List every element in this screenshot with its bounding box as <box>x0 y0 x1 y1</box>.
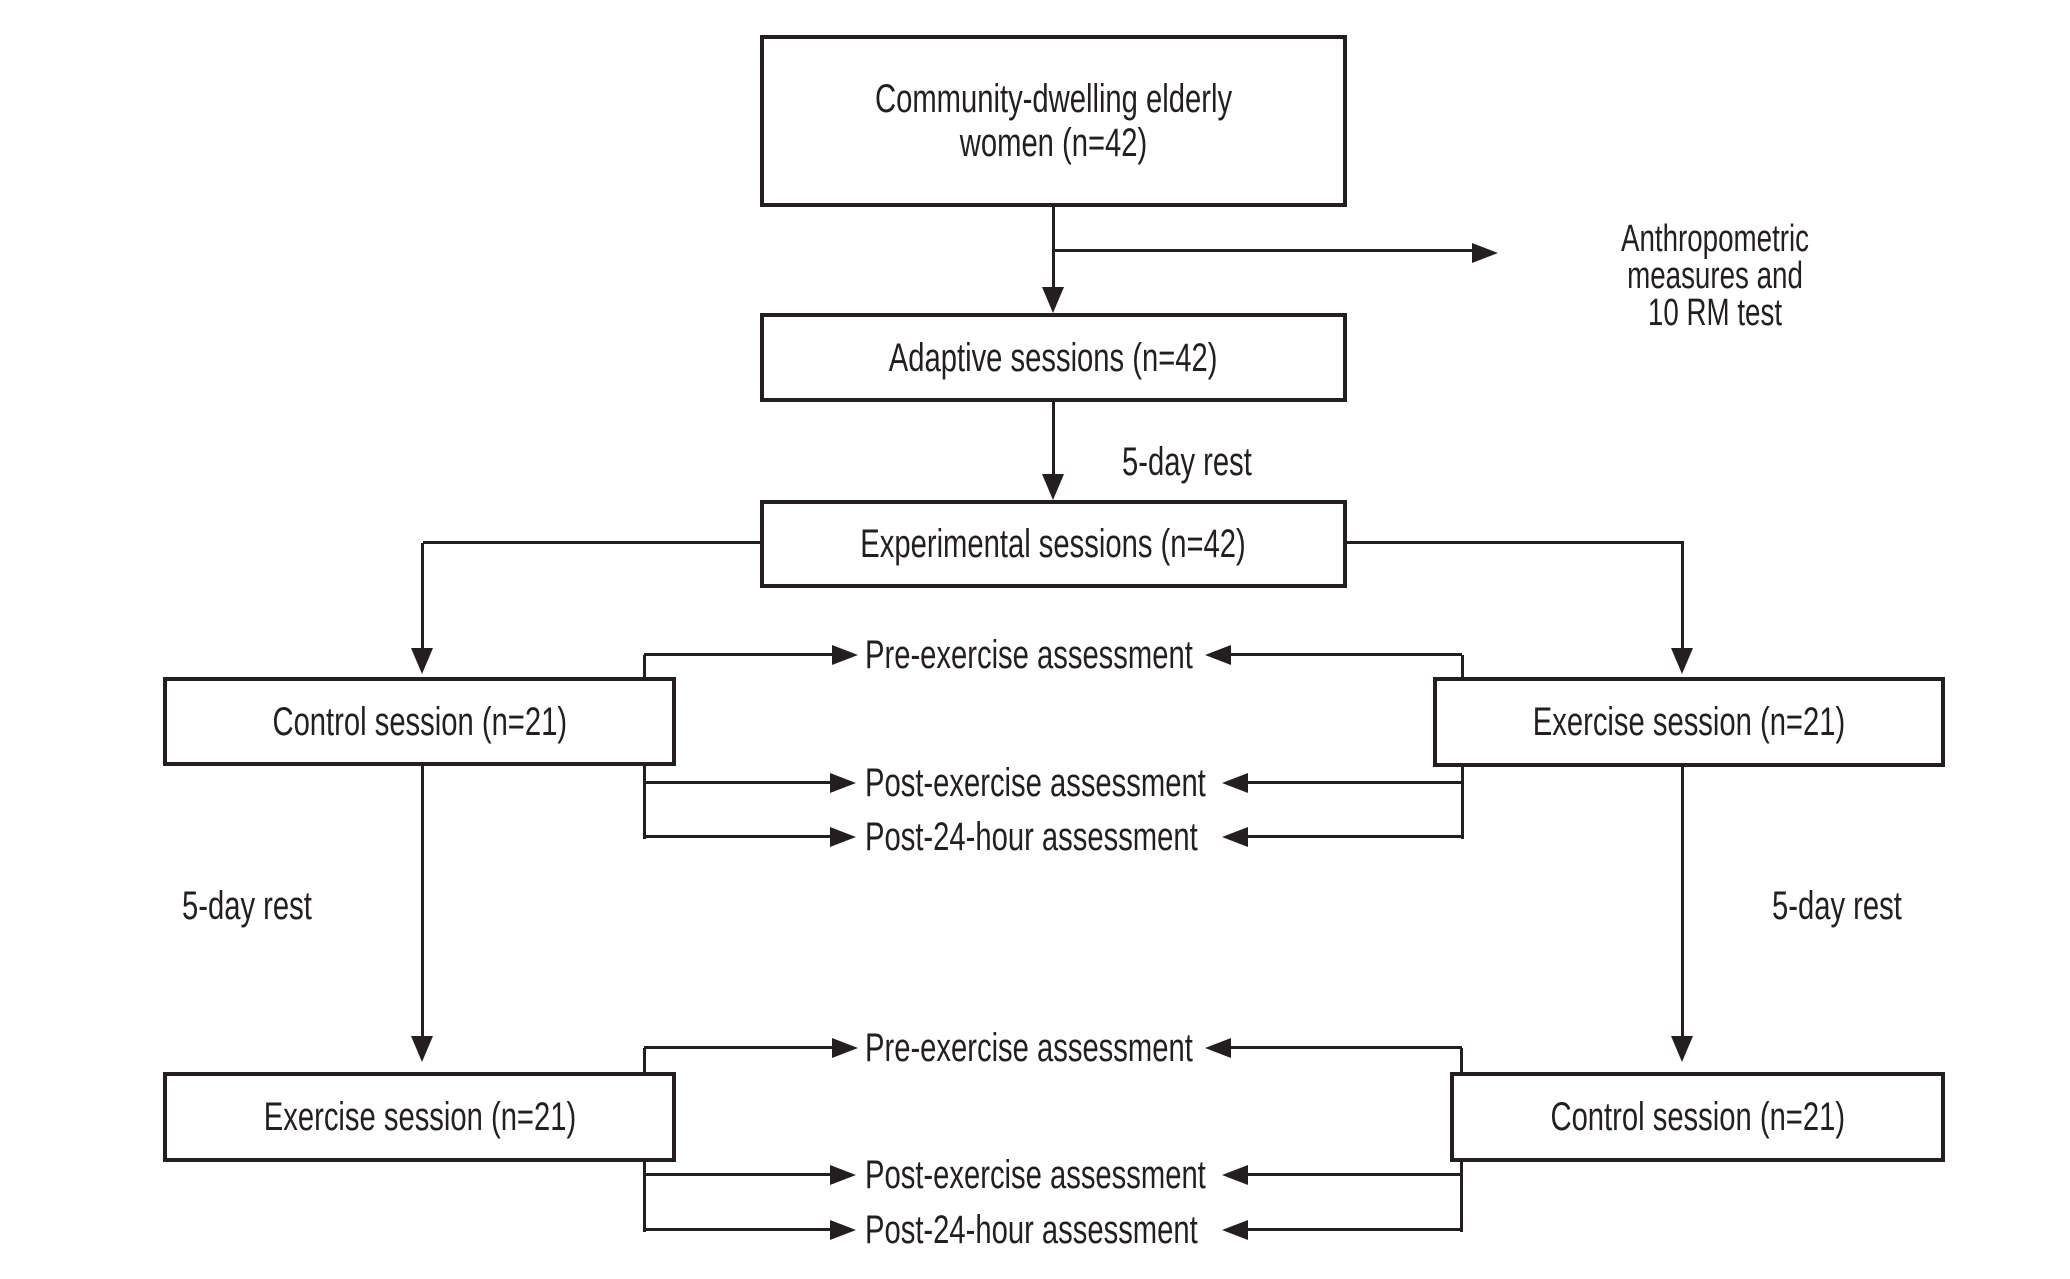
connector-postex-lower-left <box>644 1173 830 1176</box>
connector-pre-upper-left <box>644 653 832 656</box>
arrowhead-left <box>1222 773 1248 793</box>
box-population: Community-dwelling elderly women (n=42) <box>760 35 1347 207</box>
assessment-post24-lower: Post-24-hour assessment <box>865 1208 1198 1252</box>
arrowhead-down <box>1042 474 1064 500</box>
arrowhead-left <box>1222 827 1248 847</box>
arrowhead-right <box>832 1038 858 1058</box>
connector-postex-lower-right <box>1248 1173 1462 1176</box>
arrowhead-left <box>1205 645 1231 665</box>
arrowhead-down <box>411 1036 433 1062</box>
anthropometric-note: Anthropometric measures and 10 RM test <box>1620 218 1810 334</box>
box-control-session-upper-label: Control session (n=21) <box>272 699 567 744</box>
connector-experimental-left <box>423 541 762 544</box>
arrowhead-down <box>411 648 433 674</box>
box-exercise-session-upper-label: Exercise session (n=21) <box>1532 700 1846 744</box>
arrowhead-right <box>830 1220 856 1240</box>
connector-pre-lower-right <box>1231 1046 1462 1049</box>
connector-post24-upper-left <box>644 835 830 838</box>
connector-population-to-adaptive <box>1052 207 1055 289</box>
assessment-post24-upper: Post-24-hour assessment <box>865 815 1198 859</box>
arrowhead-down <box>1042 287 1064 313</box>
box-experimental-sessions-label: Experimental sessions (n=42) <box>860 522 1247 566</box>
assessment-postex-upper: Post-exercise assessment <box>865 761 1206 805</box>
connector-post24-upper-right <box>1248 835 1462 838</box>
arrowhead-left <box>1222 1220 1248 1240</box>
arrowhead-down <box>1671 648 1693 674</box>
connector-down-to-control-upper <box>421 543 424 650</box>
box-adaptive-sessions-label: Adaptive sessions (n=42) <box>889 335 1218 380</box>
box-exercise-session-lower-label: Exercise session (n=21) <box>263 1095 576 1139</box>
connector-exercise-upper-to-control-lower <box>1681 766 1684 1038</box>
connector-to-anthropometric <box>1054 249 1474 252</box>
connector-experimental-right <box>1345 541 1684 544</box>
arrowhead-right <box>830 827 856 847</box>
connector-control-upper-to-exercise-lower <box>421 765 424 1038</box>
connector-post24-lower-right <box>1248 1228 1462 1231</box>
arrowhead-right <box>830 773 856 793</box>
box-control-session-lower-label: Control session (n=21) <box>1550 1095 1845 1139</box>
assessment-pre-lower: Pre-exercise assessment <box>865 1026 1193 1070</box>
arrowhead-down <box>1671 1036 1693 1062</box>
rest-label-mid: 5-day rest <box>1122 440 1252 484</box>
connector-down-to-exercise-upper <box>1681 543 1684 650</box>
arrowhead-right <box>830 1165 856 1185</box>
box-exercise-session-upper: Exercise session (n=21) <box>1433 677 1945 767</box>
arrowhead-left <box>1205 1038 1231 1058</box>
arrowhead-right <box>1472 243 1498 263</box>
box-adaptive-sessions: Adaptive sessions (n=42) <box>760 313 1347 402</box>
rest-label-right: 5-day rest <box>1772 884 1902 928</box>
arrowhead-left <box>1222 1165 1248 1185</box>
box-population-label: Community-dwelling elderly women (n=42) <box>874 77 1233 165</box>
connector-adaptive-to-experimental <box>1052 402 1055 476</box>
box-control-session-upper: Control session (n=21) <box>163 677 676 766</box>
connector-postex-upper-right <box>1248 781 1462 784</box>
connector-postex-upper-left <box>644 781 830 784</box>
box-control-session-lower: Control session (n=21) <box>1450 1072 1945 1162</box>
rest-label-left: 5-day rest <box>182 884 312 928</box>
connector-pre-upper-right <box>1231 653 1462 656</box>
connector-post24-lower-left <box>644 1228 830 1231</box>
assessment-postex-lower: Post-exercise assessment <box>865 1153 1206 1197</box>
assessment-pre-upper: Pre-exercise assessment <box>865 633 1193 677</box>
box-experimental-sessions: Experimental sessions (n=42) <box>760 500 1347 588</box>
arrowhead-right <box>832 645 858 665</box>
box-exercise-session-lower: Exercise session (n=21) <box>163 1072 676 1162</box>
connector-pre-lower-left <box>644 1046 832 1049</box>
